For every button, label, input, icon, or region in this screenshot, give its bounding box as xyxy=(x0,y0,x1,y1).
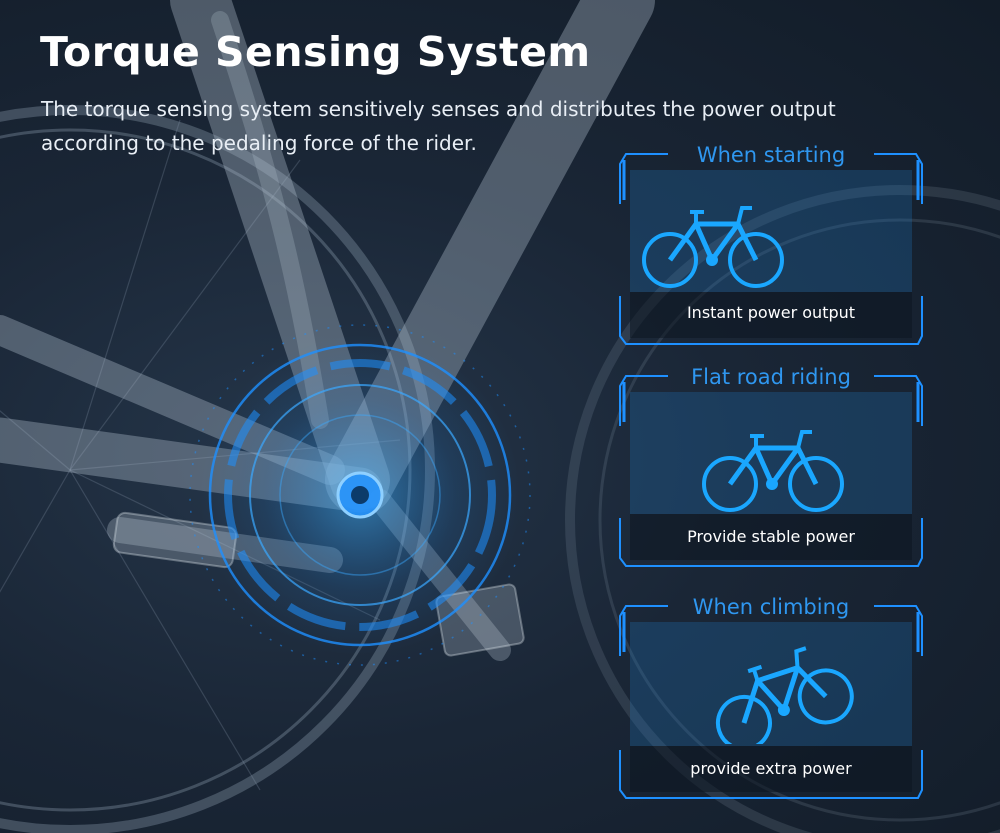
panel-frame xyxy=(619,153,923,345)
page-title: Torque Sensing System xyxy=(40,28,591,76)
panel-caption: Instant power output xyxy=(686,303,856,322)
panel-heading: Flat road riding xyxy=(691,365,851,389)
panel-frame xyxy=(619,605,923,799)
bicycle-icon xyxy=(715,646,854,744)
torque-sensor-dial xyxy=(189,324,531,666)
panel-caption: provide extra power xyxy=(690,759,852,778)
bicycle-icon xyxy=(642,206,784,288)
panel-heading: When climbing xyxy=(692,595,850,619)
panel-heading: When starting xyxy=(696,143,846,167)
panel-when-climbing: When climbing provide extra power xyxy=(618,592,924,804)
panel-when-starting: When starting Instant power output xyxy=(618,140,924,350)
bicycle-icon xyxy=(702,430,844,512)
page-description: The torque sensing system sensitively se… xyxy=(41,97,836,155)
panel-flat-road-riding: Flat road riding Provide stable power xyxy=(618,362,924,572)
panel-frame xyxy=(619,375,923,567)
front-wheel xyxy=(565,185,1000,833)
panel-caption: Provide stable power xyxy=(687,527,855,546)
